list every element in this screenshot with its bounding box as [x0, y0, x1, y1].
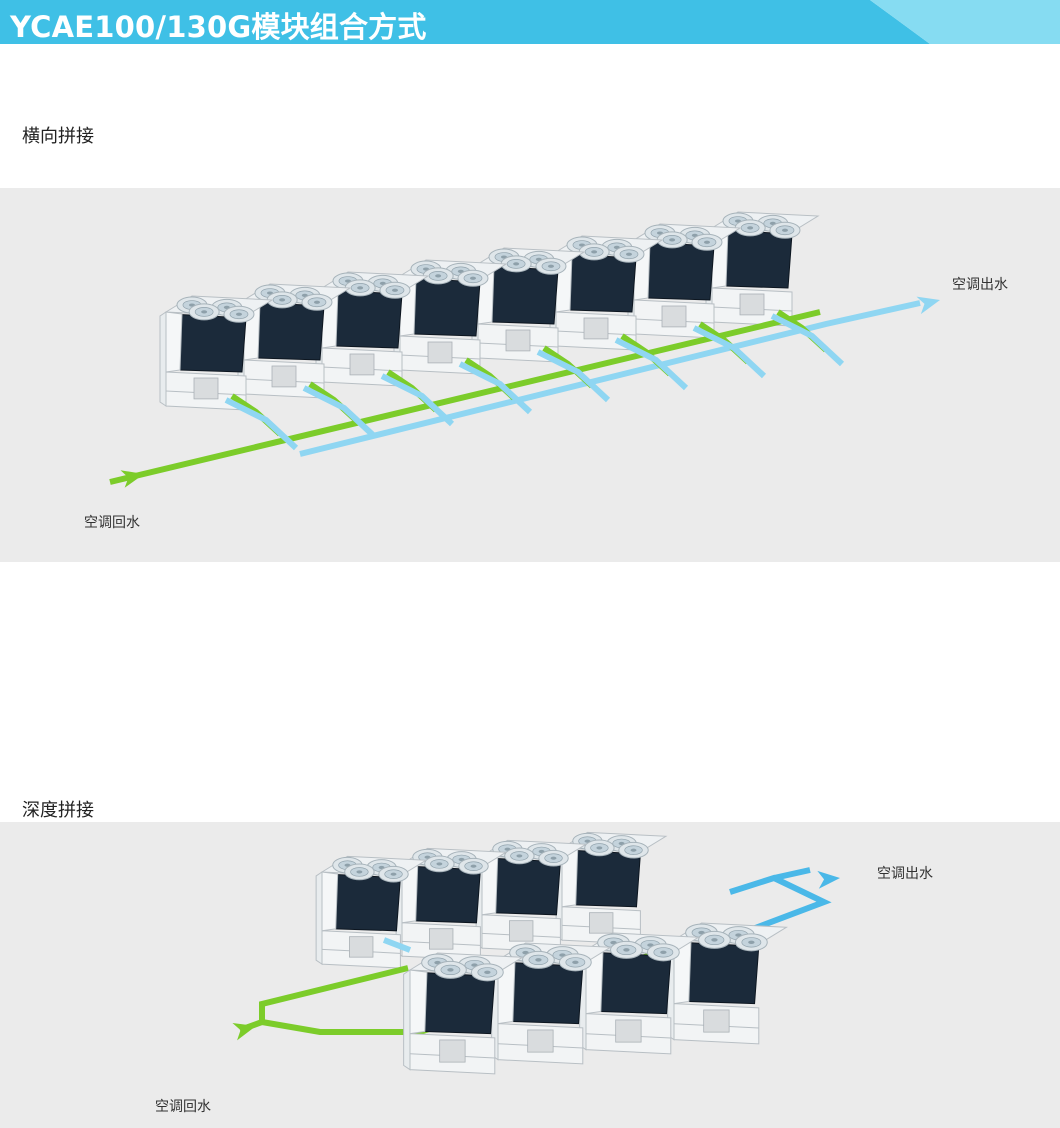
chiller-unit: [395, 847, 508, 961]
supply-loop-pipe: [729, 874, 832, 933]
supply-main-pipe: [299, 300, 921, 457]
compressor-box: [271, 365, 297, 388]
supply-branch-pipe: [458, 361, 533, 415]
compressor-box: [615, 1019, 642, 1043]
return-water-label: 空调回水: [155, 1099, 211, 1115]
supply-branch-pipe: [614, 337, 689, 391]
supply-main-pipe: [773, 867, 811, 881]
return-main-pipe: [109, 309, 821, 485]
chiller-unit: [549, 235, 664, 351]
supply-water-label: 空调出水: [952, 277, 1008, 293]
compressor-box: [193, 377, 219, 400]
chiller-unit: [667, 922, 788, 1045]
compressor-box: [505, 329, 531, 352]
compressor-box: [349, 353, 375, 376]
supply-arrow-icon: [817, 870, 840, 889]
compressor-box: [429, 928, 454, 950]
chiller-unit: [475, 839, 588, 953]
return-arrow-icon: [120, 470, 144, 488]
compressor-box: [527, 1029, 554, 1053]
supply-water-label: 空调出水: [877, 866, 933, 882]
compressor-box: [589, 912, 614, 934]
supply-arrow-icon: [916, 296, 940, 315]
chiller-unit: [159, 295, 274, 411]
chiller-unit: [315, 855, 428, 969]
header-bar: YCAE100/130G模块组合方式: [0, 0, 1060, 44]
compressor-box: [739, 293, 765, 316]
compressor-box: [439, 1039, 466, 1063]
compressor-box: [509, 920, 534, 942]
supply-branch-pipe: [692, 325, 767, 379]
return-arrow-icon: [232, 1022, 256, 1041]
depth-diagram: [232, 831, 840, 1075]
depth-diagram-panel: 空调出水 空调回水: [0, 822, 1060, 1128]
header-background: [0, 0, 1060, 44]
section-label-horizontal: 横向拼接: [22, 126, 94, 147]
supply-branch-pipe: [536, 349, 611, 403]
return-water-label: 空调回水: [84, 515, 140, 531]
supply-branch-pipe: [302, 385, 377, 439]
section-label-depth: 深度拼接: [22, 800, 94, 821]
supply-branch-pipe: [224, 397, 299, 451]
chiller-unit: [491, 942, 612, 1065]
compressor-box: [661, 305, 687, 328]
horizontal-diagram-panel: 空调出水 空调回水: [0, 188, 1060, 562]
page-title: YCAE100/130G模块组合方式: [10, 10, 427, 44]
chiller-unit: [403, 952, 524, 1075]
compressor-box: [583, 317, 609, 340]
compressor-box: [349, 936, 374, 958]
compressor-box: [427, 341, 453, 364]
supply-branch-pipe: [382, 937, 412, 953]
supply-branch-pipe: [380, 373, 455, 427]
horizontal-diagram: [109, 211, 940, 488]
supply-branch-pipe: [770, 313, 845, 367]
compressor-box: [703, 1009, 730, 1033]
